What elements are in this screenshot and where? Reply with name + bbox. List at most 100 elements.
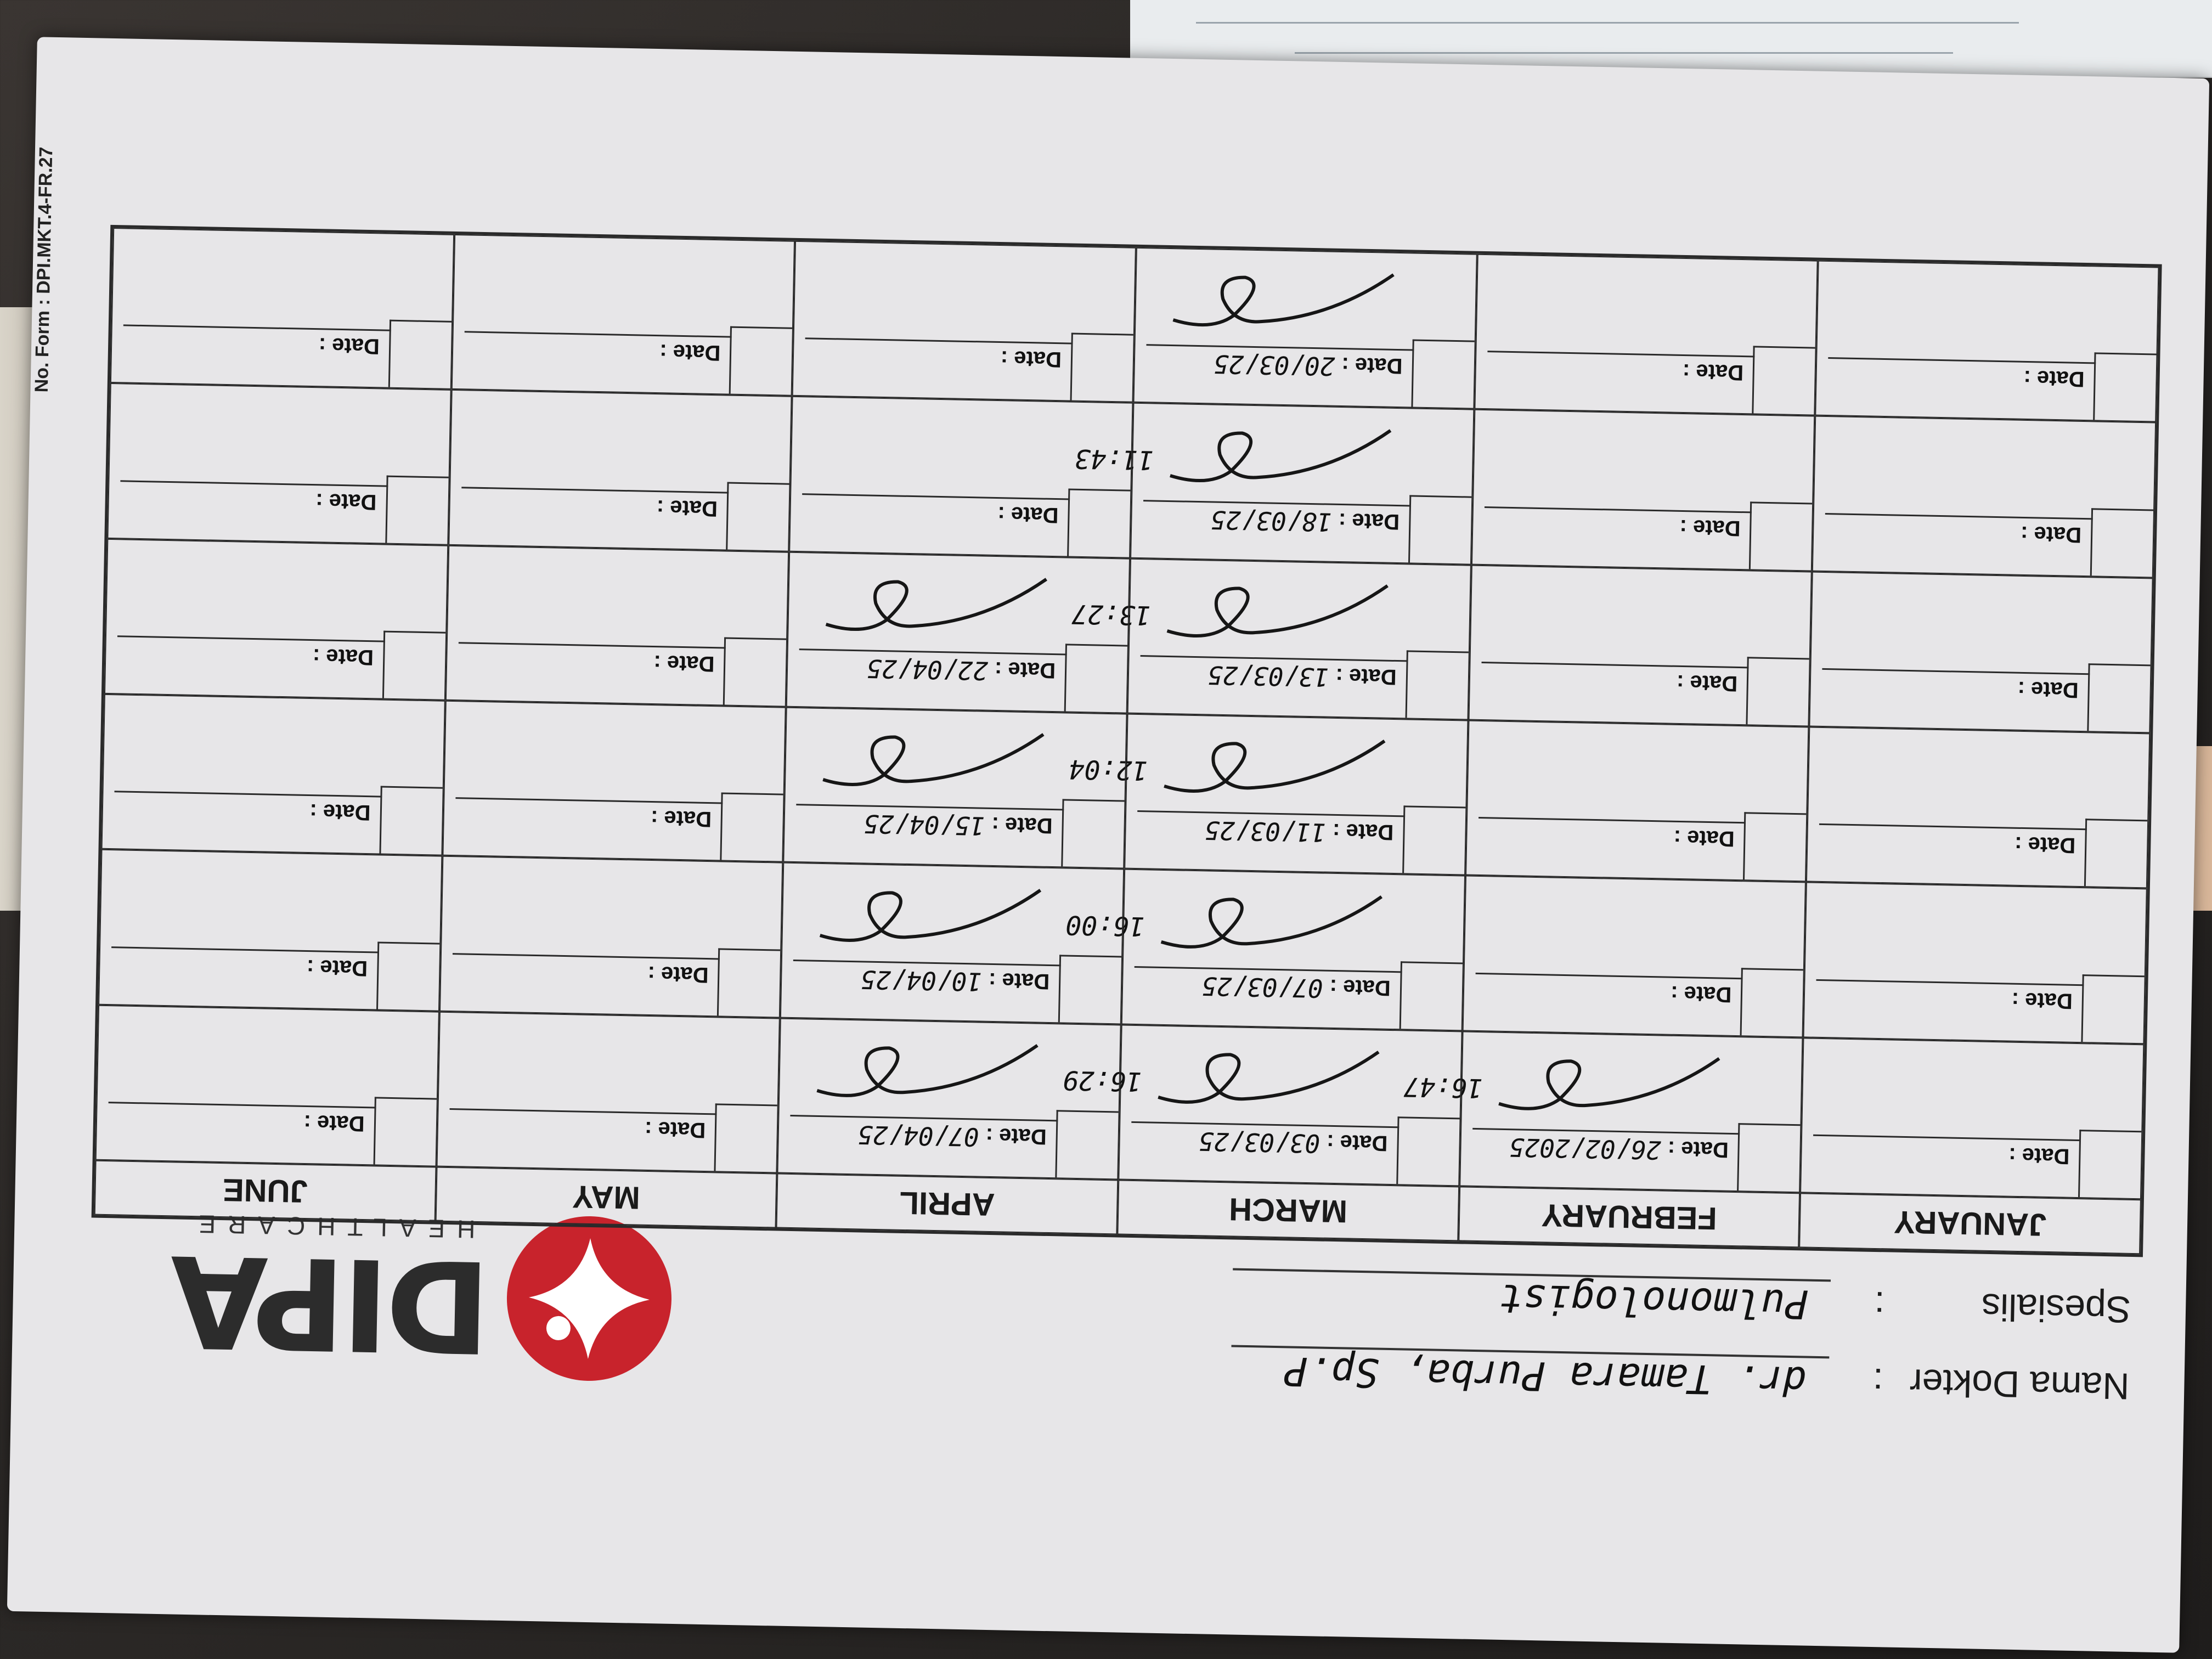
stamp-box[interactable]: [1064, 644, 1128, 713]
visit-cell[interactable]: Date :: [439, 856, 783, 1018]
visit-cell[interactable]: Date :: [1462, 875, 1807, 1038]
stamp-box[interactable]: [1740, 967, 1804, 1037]
visit-cell[interactable]: Date :: [451, 234, 795, 397]
visit-cell[interactable]: Date :: [110, 227, 454, 390]
stamp-box[interactable]: [1411, 339, 1475, 408]
date-field[interactable]: Date :: [122, 324, 391, 366]
stamp-box[interactable]: [2093, 352, 2157, 421]
date-field[interactable]: Date :07/03/25: [1133, 966, 1402, 1007]
date-field[interactable]: Date :: [1824, 512, 2093, 554]
stamp-box[interactable]: [1402, 805, 1466, 874]
stamp-box[interactable]: [1743, 812, 1807, 881]
date-field[interactable]: Date :: [452, 952, 720, 994]
date-field[interactable]: Date :: [804, 337, 1073, 379]
date-field[interactable]: Date :07/04/25: [789, 1114, 1058, 1156]
specialist-field[interactable]: Pulmonologist: [1232, 1268, 1831, 1328]
date-field[interactable]: Date :: [1827, 357, 2096, 398]
date-field[interactable]: Date :: [1483, 506, 1752, 548]
date-field[interactable]: Date :: [114, 791, 382, 832]
visit-cell[interactable]: Date :15/04/25: [783, 707, 1127, 869]
visit-cell[interactable]: Date :: [448, 390, 792, 552]
stamp-box[interactable]: [388, 320, 452, 389]
stamp-box[interactable]: [1408, 495, 1471, 564]
date-field[interactable]: Date :: [110, 946, 379, 988]
visit-cell[interactable]: Date :: [1806, 726, 2151, 889]
date-field[interactable]: Date :15/04/25: [795, 804, 1064, 845]
date-field[interactable]: Date :: [1821, 668, 2090, 709]
stamp-box[interactable]: [1055, 1110, 1119, 1179]
visit-cell[interactable]: Date :: [1809, 571, 2153, 733]
visit-cell[interactable]: Date :: [1812, 415, 2157, 578]
stamp-box[interactable]: [1752, 346, 1815, 415]
date-field[interactable]: Date :13/03/25: [1139, 655, 1408, 696]
visit-cell[interactable]: Date :: [95, 1005, 439, 1167]
stamp-box[interactable]: [379, 786, 443, 855]
visit-cell[interactable]: Date :: [1465, 720, 1809, 882]
stamp-box[interactable]: [2084, 819, 2148, 888]
stamp-box[interactable]: [1070, 332, 1133, 402]
visit-cell[interactable]: Date :: [101, 693, 445, 856]
stamp-box[interactable]: [376, 941, 440, 1011]
visit-cell[interactable]: Date :: [1800, 1037, 2145, 1200]
date-field[interactable]: Date :: [1815, 979, 2084, 1020]
visit-cell[interactable]: Date :: [104, 538, 448, 701]
date-field[interactable]: Date :: [448, 1108, 717, 1149]
visit-cell[interactable]: Date :: [436, 1011, 781, 1173]
stamp-box[interactable]: [723, 637, 787, 706]
date-field[interactable]: Date :: [1819, 823, 2087, 865]
stamp-box[interactable]: [717, 948, 781, 1017]
stamp-box[interactable]: [714, 1103, 778, 1172]
stamp-box[interactable]: [1396, 1116, 1460, 1186]
stamp-box[interactable]: [385, 475, 449, 544]
date-field[interactable]: Date :: [454, 797, 723, 838]
date-field[interactable]: Date :22/04/25: [798, 648, 1067, 690]
visit-cell[interactable]: Date :22/04/25: [786, 551, 1131, 714]
visit-cell[interactable]: Date :20/03/25: [1133, 247, 1477, 410]
date-field[interactable]: Date :26/02/2025: [1471, 1127, 1740, 1169]
visit-cell[interactable]: Date :: [792, 240, 1136, 403]
date-field[interactable]: Date :10/04/25: [792, 959, 1061, 1001]
stamp-box[interactable]: [373, 1097, 437, 1166]
date-field[interactable]: Date :: [460, 486, 729, 528]
stamp-box[interactable]: [726, 482, 789, 551]
stamp-box[interactable]: [1746, 657, 1810, 726]
date-field[interactable]: Date :: [116, 635, 385, 676]
visit-cell[interactable]: Date :: [1815, 260, 2159, 422]
date-field[interactable]: Date :: [1475, 972, 1743, 1013]
visit-cell[interactable]: Date :: [107, 383, 452, 545]
visit-cell[interactable]: Date :: [1474, 253, 1819, 416]
doctor-name-field[interactable]: dr. Tamara Purba, Sp.P: [1231, 1345, 1830, 1405]
stamp-box[interactable]: [720, 792, 784, 861]
stamp-box[interactable]: [1067, 488, 1131, 557]
date-field[interactable]: Date :20/03/25: [1146, 344, 1414, 385]
stamp-box[interactable]: [1058, 955, 1122, 1024]
stamp-box[interactable]: [2081, 974, 2145, 1043]
stamp-box[interactable]: [1405, 650, 1469, 719]
stamp-box[interactable]: [1737, 1123, 1801, 1192]
stamp-box[interactable]: [2087, 663, 2151, 732]
visit-cell[interactable]: Date :: [98, 849, 443, 1012]
stamp-box[interactable]: [2090, 507, 2154, 577]
date-field[interactable]: Date :: [1486, 351, 1755, 392]
stamp-box[interactable]: [382, 630, 445, 699]
date-field[interactable]: Date :: [802, 493, 1070, 534]
date-field[interactable]: Date :: [1813, 1134, 2081, 1176]
visit-cell[interactable]: Date :: [1803, 882, 2147, 1044]
visit-cell[interactable]: Date :: [442, 700, 787, 862]
date-field[interactable]: Date :03/03/25: [1131, 1121, 1399, 1163]
stamp-box[interactable]: [729, 326, 793, 396]
date-field[interactable]: Date :18/03/25: [1142, 499, 1411, 541]
visit-cell[interactable]: Date :07/04/25: [777, 1018, 1121, 1180]
stamp-box[interactable]: [2078, 1130, 2142, 1199]
stamp-box[interactable]: [1061, 799, 1125, 868]
date-field[interactable]: Date :11/03/25: [1136, 810, 1405, 851]
date-field[interactable]: Date :: [458, 642, 726, 683]
date-field[interactable]: Date :: [1477, 817, 1746, 858]
date-field[interactable]: Date :: [108, 1102, 376, 1143]
